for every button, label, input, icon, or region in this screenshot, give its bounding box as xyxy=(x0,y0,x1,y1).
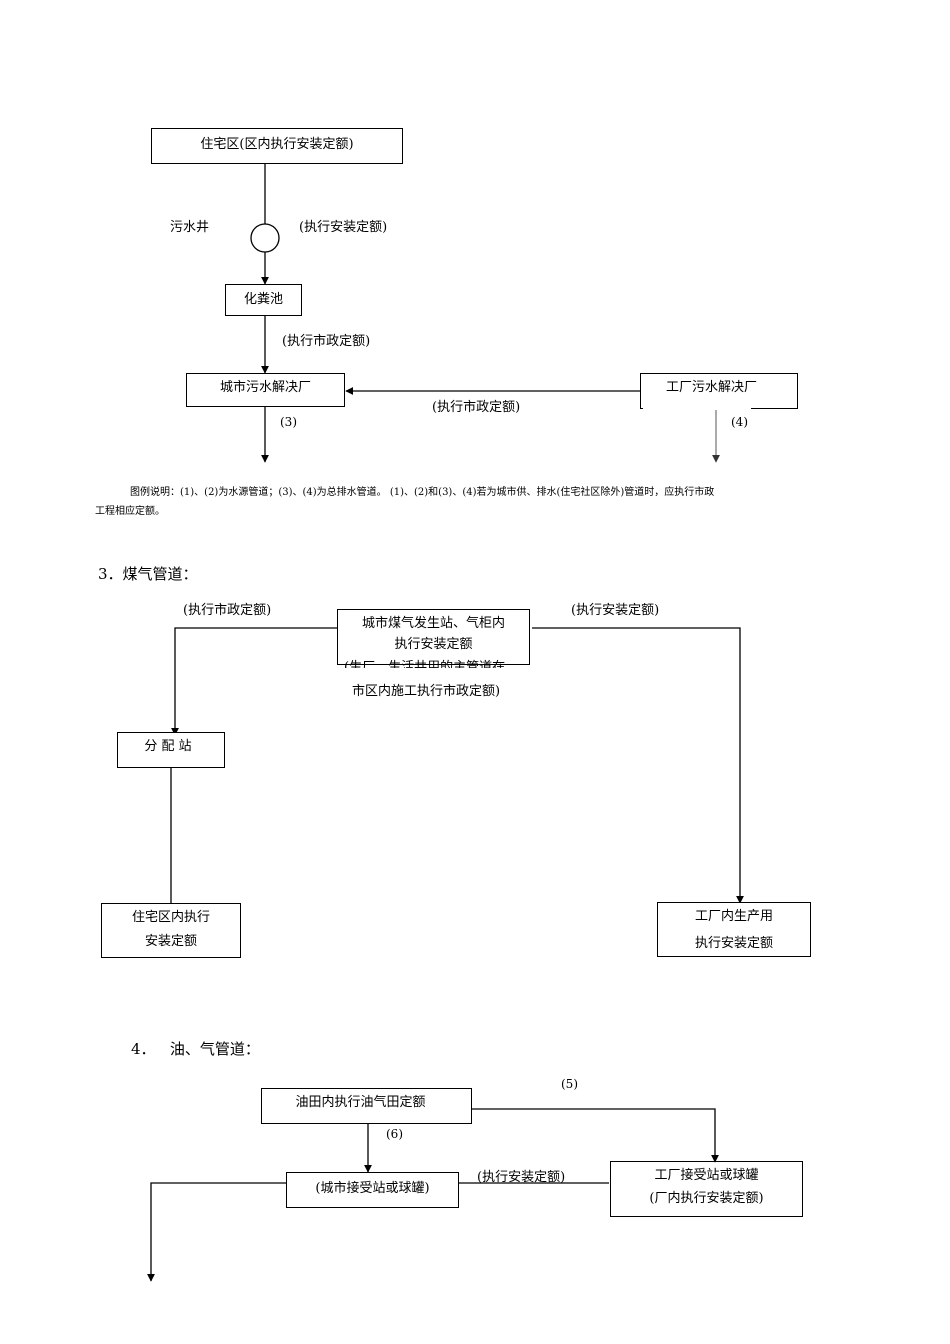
gas-residential-line-2: 安装定额 xyxy=(144,934,197,949)
factory-plant-left-edge xyxy=(640,373,642,409)
factory-plant-box: 工厂污水解决厂 xyxy=(640,373,798,410)
oil-field-box: 油田内执行油气田定额 xyxy=(261,1088,472,1124)
city-plant-box: 城市污水解决厂 xyxy=(186,373,345,407)
manhole-label: 污水井 xyxy=(170,220,210,235)
oil-factory-line-1: 工厂接受站或球罐 xyxy=(654,1168,759,1183)
gas-residential-box: 住宅区内执行 安装定额 xyxy=(101,903,241,958)
oil-field-label: 油田内执行油气田定额 xyxy=(295,1095,426,1110)
gas-source-line-1: 城市煤气发生站、气柜内 xyxy=(361,616,505,631)
septic-box: 化粪池 xyxy=(225,284,302,316)
oil-factory-box: 工厂接受站或球罐 (厂内执行安装定额) xyxy=(610,1161,803,1217)
gas-install-rate-label: (执行安装定额) xyxy=(571,603,660,618)
residential-box: 住宅区(区内执行安装定额) xyxy=(151,128,403,164)
factory-plant-bottom-gap xyxy=(643,407,751,410)
residential-label: 住宅区(区内执行安装定额) xyxy=(200,137,354,152)
gas-section-heading: 3．煤气管道： xyxy=(98,565,198,583)
arrow-source-to-distribution xyxy=(171,627,337,736)
gas-factory-line-1: 工厂内生产用 xyxy=(694,909,773,924)
gas-source-line-4: 市区内施工执行市政定额) xyxy=(352,684,501,699)
distribution-label: 分 配 站 xyxy=(144,739,192,754)
distribution-box: 分 配 站 xyxy=(117,732,225,768)
septic-label: 化粪池 xyxy=(243,292,283,307)
oil-install-rate-label: (执行安装定额) xyxy=(477,1170,566,1185)
outflow-label-4: (4) xyxy=(731,415,748,429)
arrow-city-station-outflow xyxy=(147,1182,286,1282)
gas-source-line-2: 执行安装定额 xyxy=(394,637,473,652)
city-station-box: (城市接受站或球罐) xyxy=(286,1172,459,1208)
manhole-rate-label: (执行安装定额) xyxy=(299,220,388,235)
gas-source-box: 城市煤气发生站、气柜内 执行安装定额 xyxy=(337,609,530,665)
oil-factory-line-2: (厂内执行安装定额) xyxy=(649,1191,764,1206)
gas-municipal-rate-label: (执行市政定额) xyxy=(183,603,272,618)
outflow-label-3: (3) xyxy=(280,415,297,429)
municipal-rate-label-2: (执行市政定额) xyxy=(432,400,521,415)
arrow-field-to-factory xyxy=(472,1108,719,1163)
city-station-label: (城市接受站或球罐) xyxy=(315,1181,430,1196)
gas-residential-line-1: 住宅区内执行 xyxy=(131,910,210,925)
gas-factory-line-2: 执行安装定额 xyxy=(694,936,773,951)
city-plant-label: 城市污水解决厂 xyxy=(219,380,311,395)
legend-note-line-2: 工程相应定额。 xyxy=(95,506,165,517)
arrow-source-to-factory xyxy=(532,627,744,904)
gas-factory-box: 工厂内生产用 执行安装定额 xyxy=(657,902,811,957)
oil-section-heading: 4． 油、气管道： xyxy=(131,1040,260,1058)
legend-note-line-1: 图例说明：(1)、(2)为水源管道；(3)、(4)为总排水管道。 (1)、(2)… xyxy=(130,487,715,498)
municipal-rate-label-1: (执行市政定额) xyxy=(282,334,371,349)
factory-plant-label: 工厂污水解决厂 xyxy=(666,380,758,395)
oil-label-6: (6) xyxy=(386,1127,403,1141)
manhole-circle xyxy=(250,223,280,253)
oil-label-5: (5) xyxy=(561,1077,578,1091)
